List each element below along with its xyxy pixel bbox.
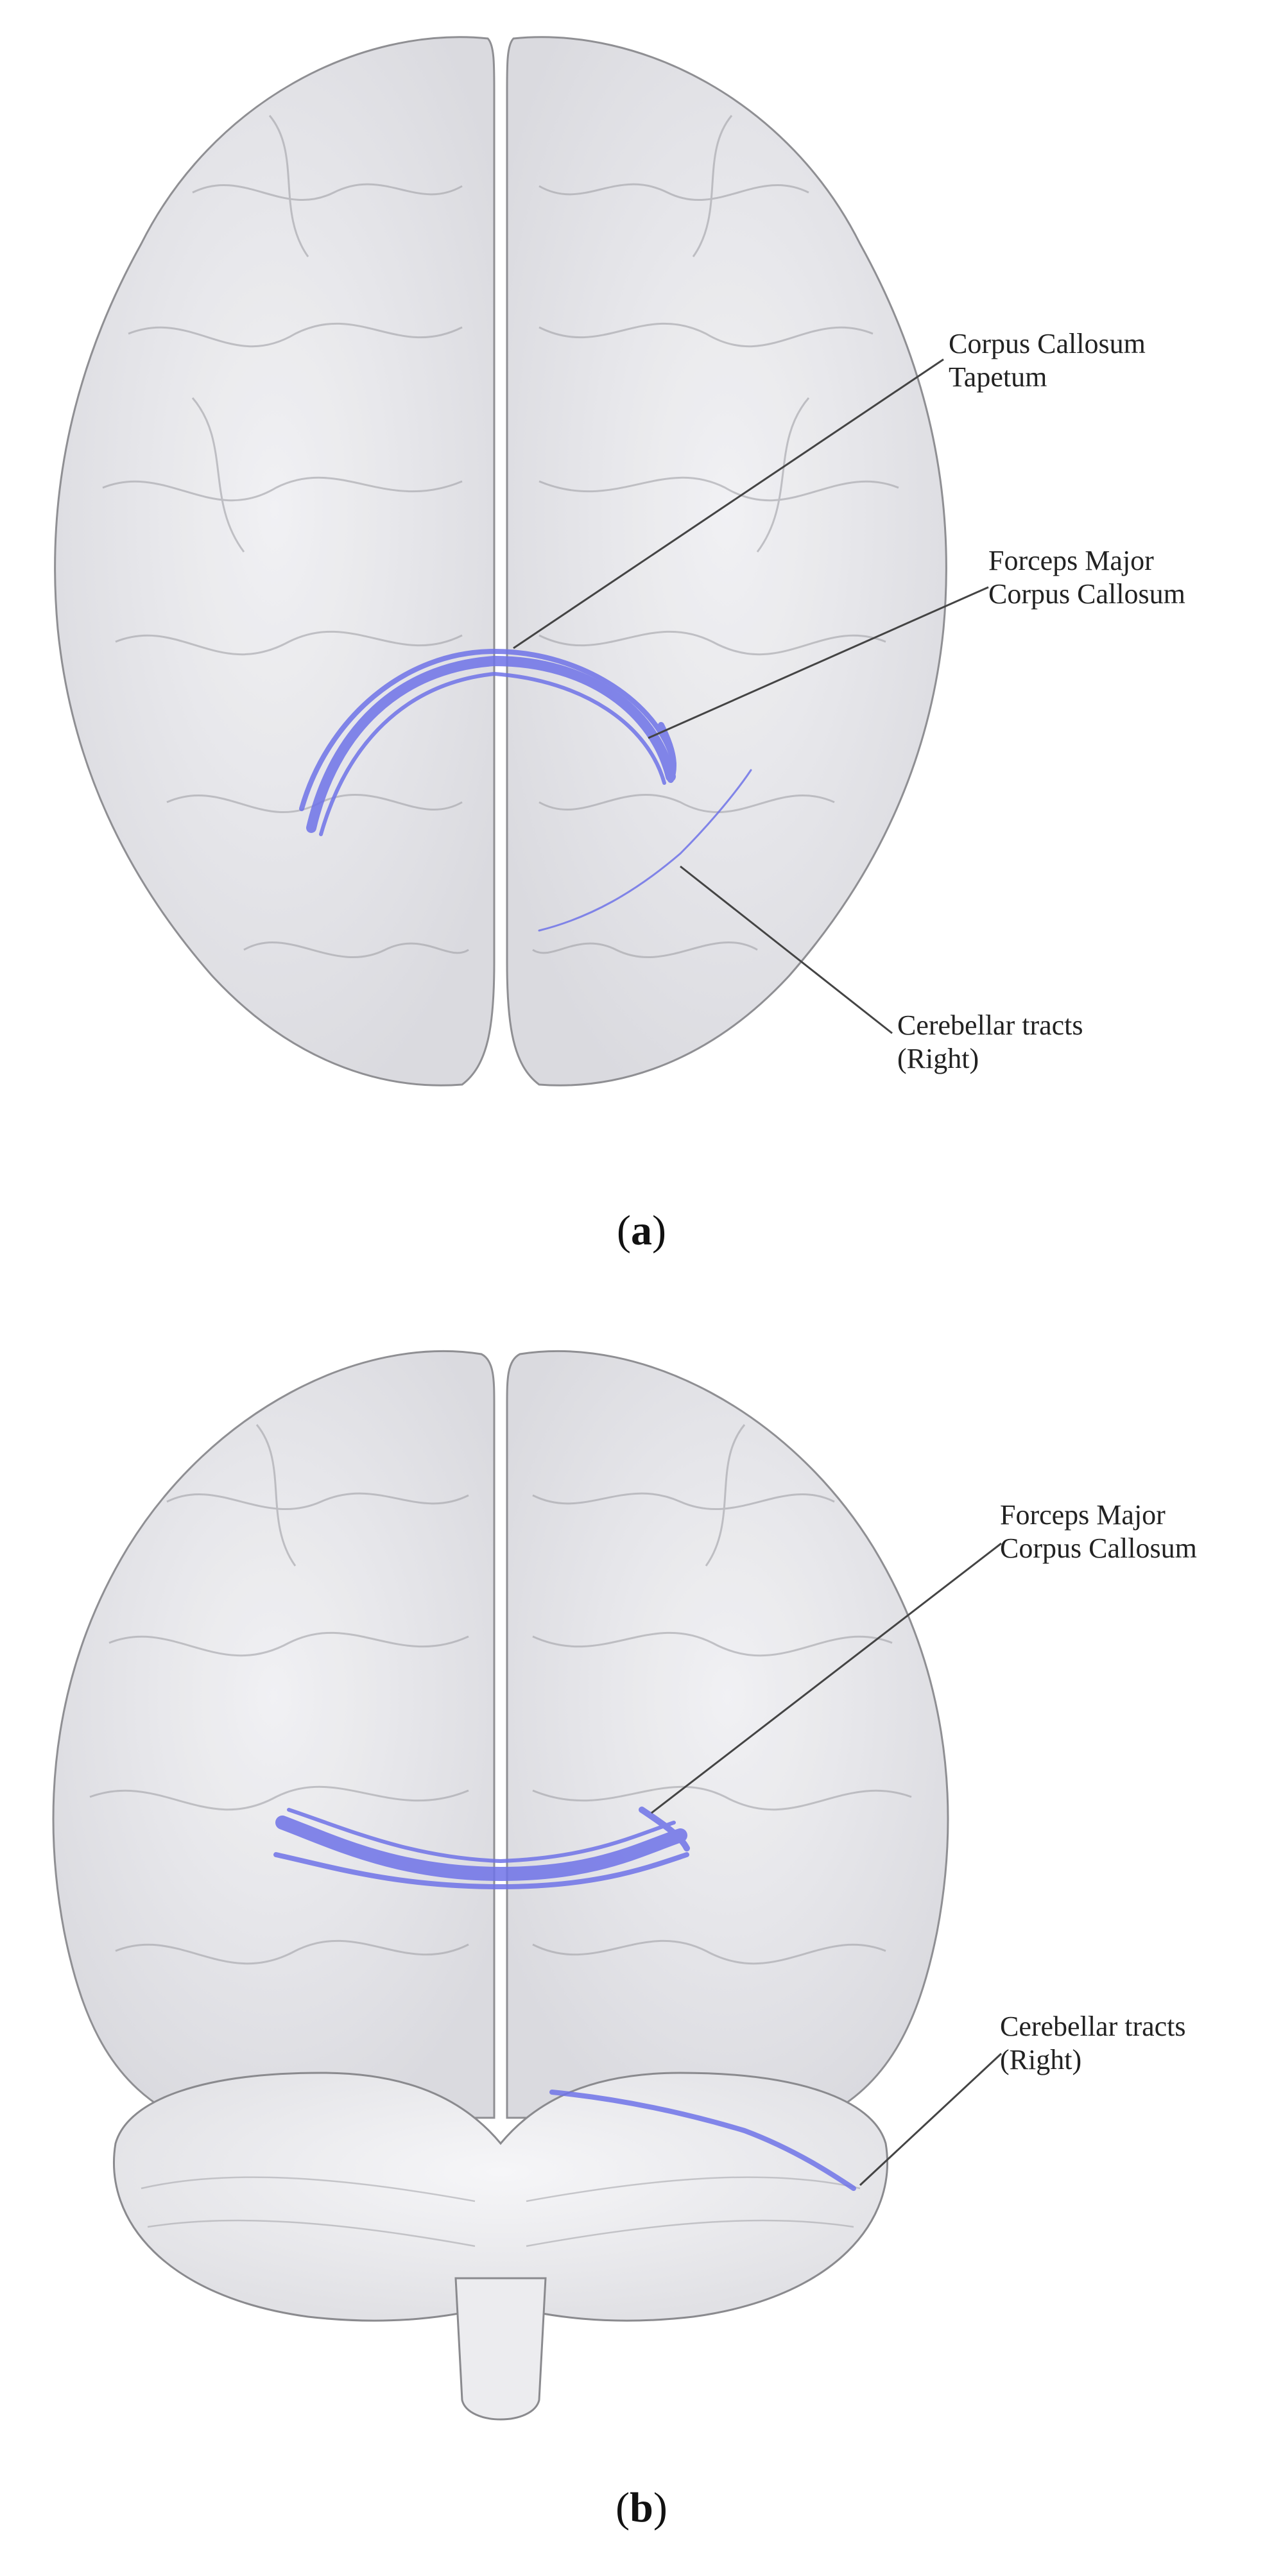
panel-b-caption: (b) xyxy=(616,2484,667,2531)
panel-a-caption: (a) xyxy=(617,1207,666,1254)
panel-a-leader-lines xyxy=(513,358,989,1035)
panel-b-posterior-view: Forceps Major Corpus Callosum Cerebellar… xyxy=(0,1335,1283,2576)
panel-b-caption-letter: b xyxy=(630,2484,653,2531)
label-forceps-major: Forceps Major Corpus Callosum xyxy=(988,544,1185,611)
panel-b-leader-lines xyxy=(651,1542,1003,2186)
gyri-texture xyxy=(89,1424,912,1965)
label-line-2: Corpus Callosum xyxy=(988,578,1185,610)
brainstem xyxy=(454,2277,547,2421)
label-line-1: Corpus Callosum xyxy=(949,328,1146,359)
label-corpus-callosum-tapetum: Corpus Callosum Tapetum xyxy=(949,327,1146,394)
label-line-2: (Right) xyxy=(897,1043,979,1074)
label-line-2: Corpus Callosum xyxy=(1000,1533,1197,1564)
panel-a-brain-figure xyxy=(54,36,989,1086)
label-line-1: Cerebellar tracts xyxy=(1000,2011,1186,2042)
label-cerebellar-tracts: Cerebellar tracts (Right) xyxy=(897,1009,1083,1076)
tract-fibers xyxy=(273,1807,856,2191)
label-line-1: Forceps Major xyxy=(988,545,1154,576)
left-hemisphere xyxy=(54,36,495,1086)
label-line-1: Cerebellar tracts xyxy=(897,1009,1083,1041)
panel-b-brain-figure xyxy=(52,1350,1003,2421)
label-cerebellar-tracts: Cerebellar tracts (Right) xyxy=(1000,2010,1186,2077)
panel-a-axial-view: Corpus Callosum Tapetum Forceps Major Co… xyxy=(0,0,1283,1284)
gyri-texture xyxy=(102,115,899,958)
panel-a-caption-letter: a xyxy=(631,1207,652,1254)
label-line-1: Forceps Major xyxy=(1000,1499,1166,1531)
label-line-2: Tapetum xyxy=(949,361,1047,393)
right-hemisphere xyxy=(506,36,947,1086)
label-forceps-major: Forceps Major Corpus Callosum xyxy=(1000,1498,1197,1565)
label-line-2: (Right) xyxy=(1000,2044,1082,2075)
cerebellar-folia xyxy=(141,2176,861,2247)
cerebellum xyxy=(113,2072,888,2322)
